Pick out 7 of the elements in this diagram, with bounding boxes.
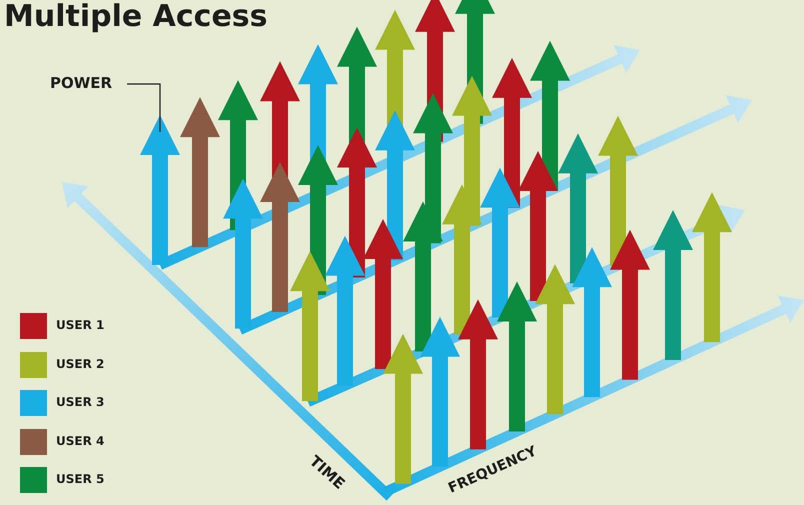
legend-label: USER 2: [56, 356, 104, 370]
legend-label: USER 1: [56, 318, 104, 332]
legend-label: USER 5: [56, 472, 104, 486]
title: Multiple Access: [4, 0, 268, 34]
legend-label: USER 3: [56, 395, 104, 409]
axis-label: POWER: [50, 74, 112, 92]
legend-label: USER 4: [56, 434, 104, 448]
